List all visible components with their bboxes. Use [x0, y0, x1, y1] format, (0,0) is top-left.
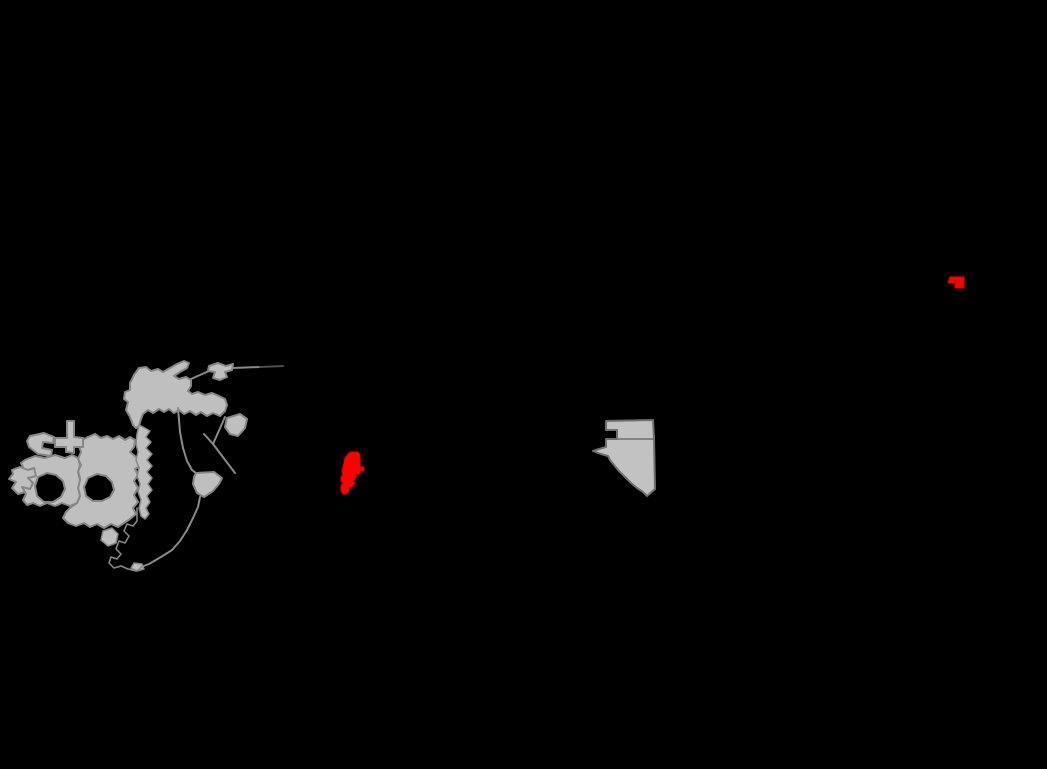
channel-squiggle — [108, 507, 142, 572]
boundary-loop-lower — [140, 496, 201, 568]
inset-county-highlight — [947, 276, 965, 289]
west-claw-arm — [8, 466, 37, 495]
road-blob-to-patch — [190, 370, 210, 380]
road-northeast — [232, 366, 261, 369]
road-fork-b — [203, 433, 236, 474]
road-northeast-dim — [259, 365, 284, 368]
northwest-cross-patch — [54, 420, 84, 454]
northeast-patch — [207, 362, 234, 381]
loop-triangle-patch — [192, 471, 223, 498]
boundary-loop-upper — [177, 407, 197, 474]
neighboring-city — [592, 419, 656, 497]
channel-east-bank-strip — [135, 424, 153, 520]
northwest-hook-patch — [26, 432, 55, 457]
highlighted-city — [340, 451, 365, 495]
east-patch — [224, 413, 248, 437]
road-fork-a — [212, 416, 226, 445]
bottom-blob — [100, 527, 119, 547]
north-urban-blob — [123, 360, 228, 429]
west-urban-mass — [19, 454, 81, 507]
